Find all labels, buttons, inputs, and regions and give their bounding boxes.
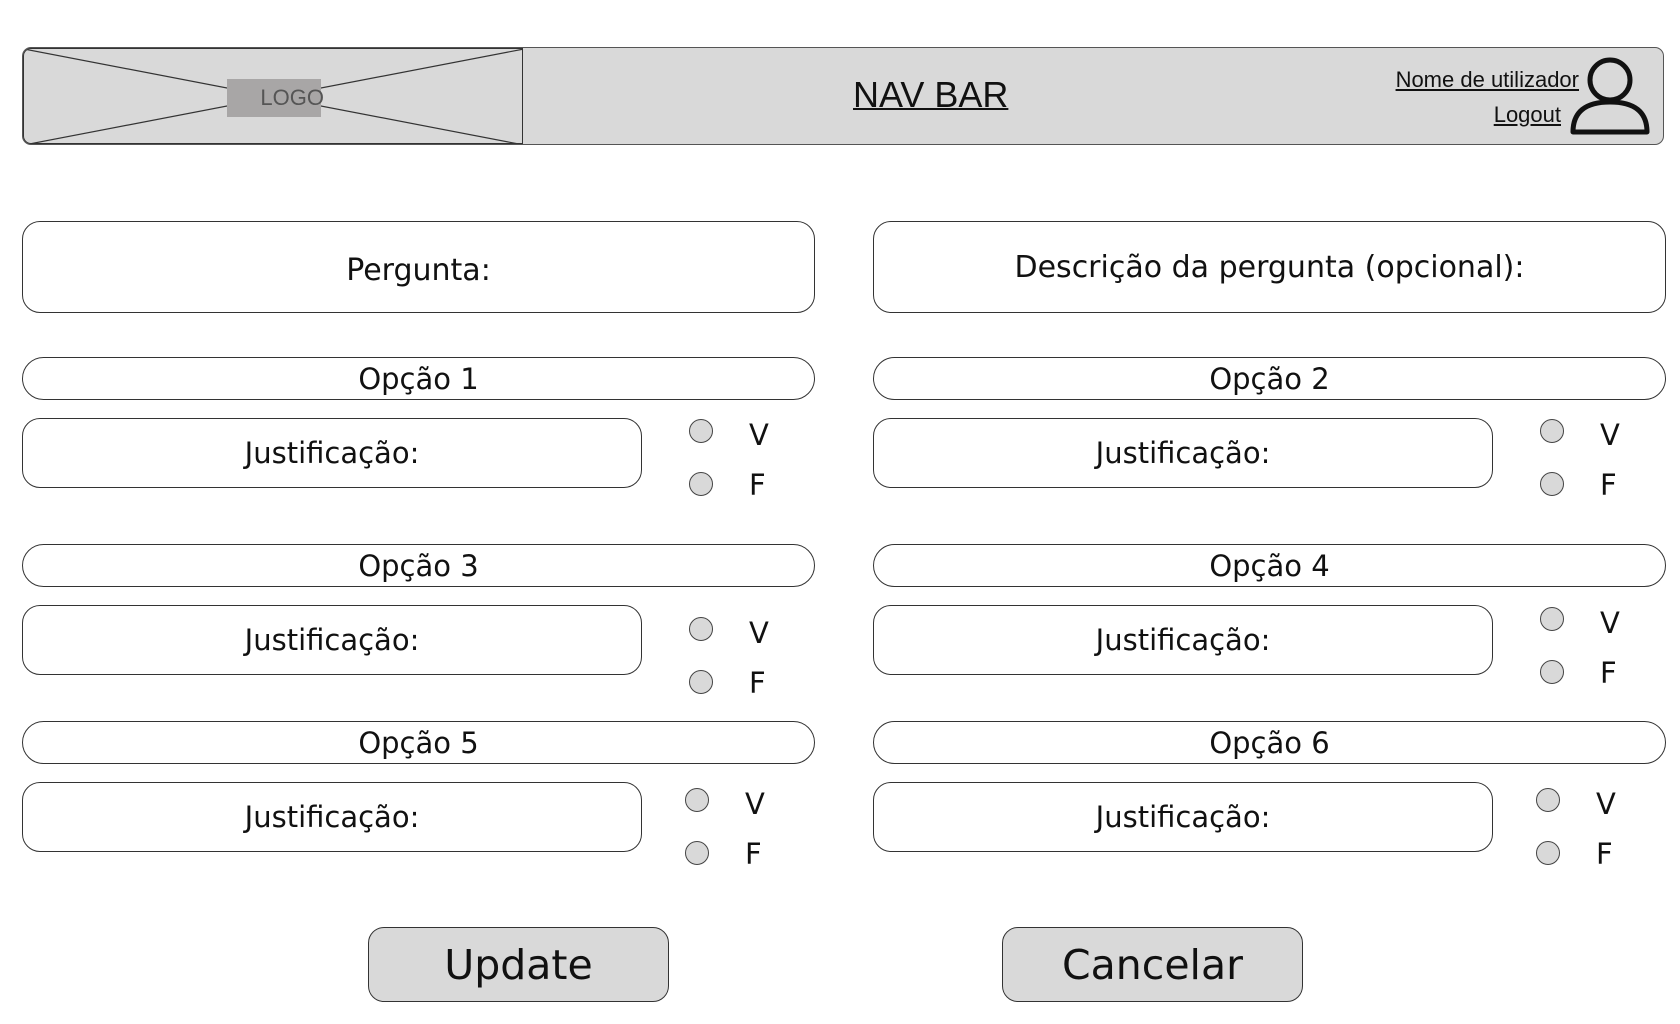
option-1-false-label: F [749,468,766,502]
logout-link[interactable]: Logout [1493,102,1561,127]
option-3-true-radio[interactable] [689,617,713,641]
question-label: Pergunta: [346,252,491,288]
logo-label: LOGO [227,79,324,117]
option-6-label: Opção 6 [1209,725,1330,760]
option-3-label: Opção 3 [358,548,479,583]
option-6-input[interactable]: Opção 6 [873,721,1666,764]
option-4-true-label: V [1600,606,1620,640]
cancel-button[interactable]: Cancelar [1002,927,1303,1002]
update-button[interactable]: Update [368,927,669,1002]
option-3-false-radio[interactable] [689,670,713,694]
option-3-justification-label: Justificação: [244,623,420,657]
option-4-false-radio[interactable] [1540,660,1564,684]
option-1-true-radio[interactable] [689,419,713,443]
option-2-true-radio[interactable] [1540,419,1564,443]
option-1-input[interactable]: Opção 1 [22,357,815,400]
option-2-false-radio[interactable] [1540,472,1564,496]
option-1-true-label: V [749,418,769,452]
option-2-label: Opção 2 [1209,361,1330,396]
option-6-justification-label: Justificação: [1095,800,1271,834]
question-description-input[interactable]: Descrição da pergunta (opcional): [873,221,1666,313]
option-2-justification-input[interactable]: Justificação: [873,418,1493,488]
option-6-true-radio[interactable] [1536,788,1560,812]
user-name-link[interactable]: Nome de utilizador [1395,67,1579,92]
option-5-true-radio[interactable] [685,788,709,812]
option-6-false-radio[interactable] [1536,841,1560,865]
nav-bar: LOGO NAV BAR Nome de utilizador Logout [22,47,1664,145]
option-6-true-label: V [1596,787,1616,821]
option-3-false-label: F [749,666,766,700]
option-3-input[interactable]: Opção 3 [22,544,815,587]
option-4-true-radio[interactable] [1540,607,1564,631]
option-4-input[interactable]: Opção 4 [873,544,1666,587]
option-1-justification-label: Justificação: [244,436,420,470]
option-4-false-label: F [1600,656,1617,690]
option-6-justification-input[interactable]: Justificação: [873,782,1493,852]
option-3-true-label: V [749,616,769,650]
option-1-false-radio[interactable] [689,472,713,496]
question-input[interactable]: Pergunta: [22,221,815,313]
option-4-label: Opção 4 [1209,548,1330,583]
option-5-label: Opção 5 [358,725,479,760]
option-1-justification-input[interactable]: Justificação: [22,418,642,488]
option-6-false-label: F [1596,837,1613,871]
option-3-justification-input[interactable]: Justificação: [22,605,642,675]
option-5-false-label: F [745,837,762,871]
option-4-justification-label: Justificação: [1095,623,1271,657]
option-5-false-radio[interactable] [685,841,709,865]
option-2-justification-label: Justificação: [1095,436,1271,470]
option-5-input[interactable]: Opção 5 [22,721,815,764]
nav-title: NAV BAR [853,74,1009,115]
option-1-label: Opção 1 [358,361,479,396]
logo-placeholder: LOGO [23,48,523,144]
user-avatar-icon[interactable] [1569,56,1651,136]
question-description-label: Descrição da pergunta (opcional): [1014,249,1525,285]
option-2-true-label: V [1600,418,1620,452]
option-2-false-label: F [1600,468,1617,502]
option-5-justification-label: Justificação: [244,800,420,834]
option-5-justification-input[interactable]: Justificação: [22,782,642,852]
option-2-input[interactable]: Opção 2 [873,357,1666,400]
option-4-justification-input[interactable]: Justificação: [873,605,1493,675]
option-5-true-label: V [745,787,765,821]
